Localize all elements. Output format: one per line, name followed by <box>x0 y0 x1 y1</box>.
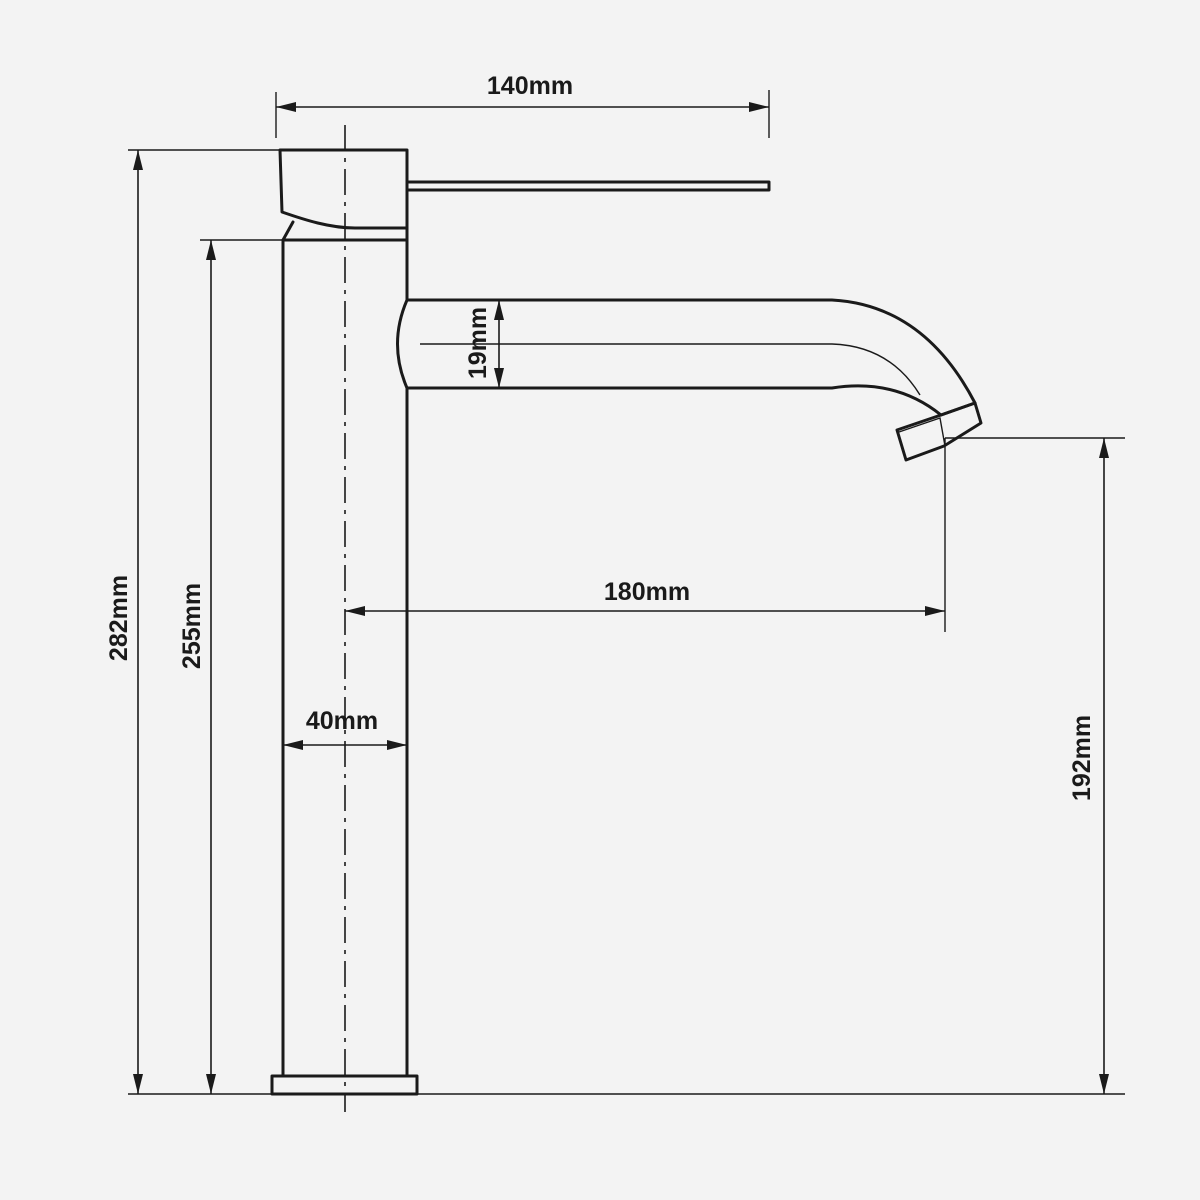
label-handle-reach: 140mm <box>487 72 573 100</box>
dimension-body-width: 40mm <box>283 707 407 745</box>
spout <box>407 300 975 415</box>
faucet-outline <box>272 150 981 1094</box>
label-body-height: 255mm <box>178 583 206 669</box>
lever-arm <box>407 182 769 190</box>
dimension-handle-reach: 140mm <box>276 72 769 107</box>
label-body-width: 40mm <box>306 707 378 735</box>
handle-housing <box>280 150 407 228</box>
label-spout-clearance: 192mm <box>1068 715 1096 801</box>
label-total-height: 282mm <box>105 575 133 661</box>
dimension-spout-clearance: 192mm <box>1068 438 1104 1094</box>
dimension-body-height: 255mm <box>178 240 211 1094</box>
dimension-total-height: 282mm <box>105 150 138 1094</box>
label-spout-diameter: 19mm <box>464 307 492 379</box>
label-spout-reach: 180mm <box>604 578 690 606</box>
spout-entry <box>398 300 408 388</box>
dimension-spout-reach: 180mm <box>345 578 945 611</box>
